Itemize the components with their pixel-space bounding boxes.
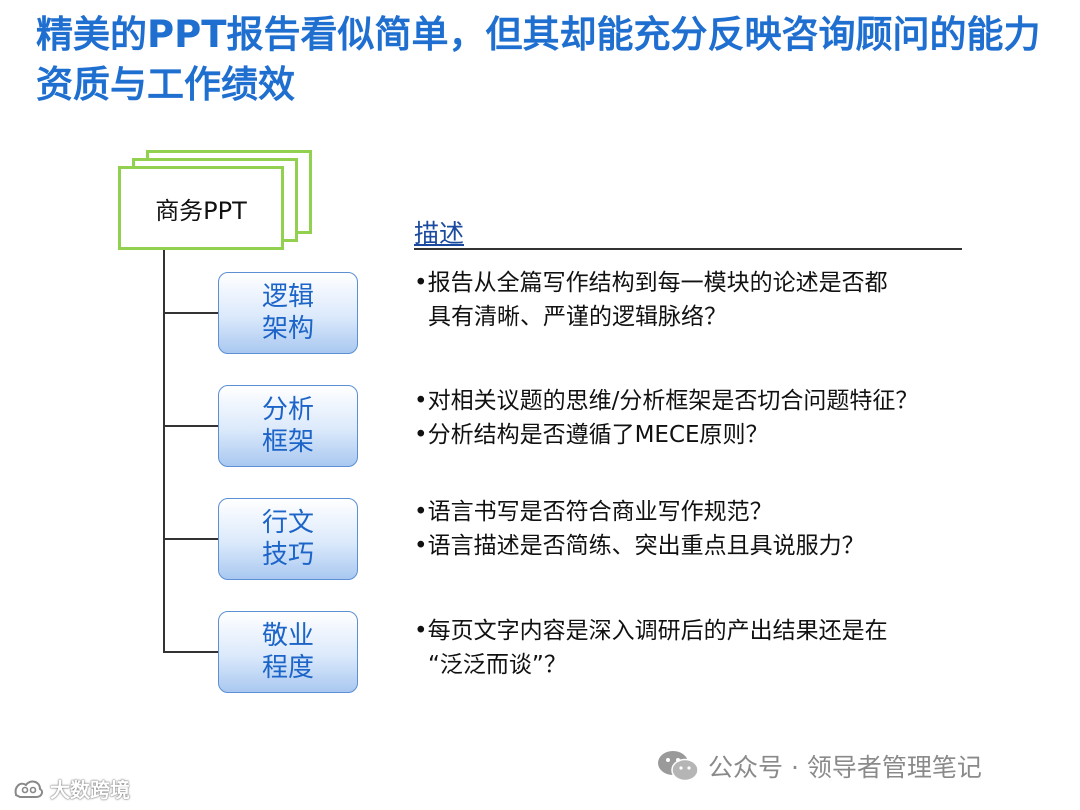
description-line: •语言描述是否简练、突出重点且具说服力？ <box>414 533 865 559</box>
description-item-dedication: •每页文字内容是深入调研后的产出结果还是在 “泛泛而谈”？ <box>414 614 1034 682</box>
watermark-text: 大数跨境 <box>50 778 130 802</box>
root-card-label: 商务PPT <box>155 196 247 225</box>
description-line: •每页文字内容是深入调研后的产出结果还是在 <box>414 618 888 644</box>
page-title: 精美的PPT报告看似简单，但其却能充分反映咨询顾问的能力资质与工作绩效 <box>36 13 1041 106</box>
description-item-framework: •对相关议题的思维/分析框架是否切合问题特征？ •分析结构是否遵循了MECE原则… <box>414 384 1034 452</box>
description-header: 描述 <box>414 219 465 248</box>
tree-branch-2 <box>163 425 218 427</box>
node-label-line2: 架构 <box>261 314 314 344</box>
description-line: •分析结构是否遵循了MECE原则？ <box>414 422 769 448</box>
node-writing-skill: 行文 技巧 <box>218 498 358 580</box>
description-item-writing: •语言书写是否符合商业写作规范？ •语言描述是否简练、突出重点且具说服力？ <box>414 495 1034 563</box>
wechat-icon <box>658 751 699 782</box>
node-logic-structure: 逻辑 架构 <box>218 272 358 354</box>
node-label-line1: 行文 <box>261 508 314 538</box>
description-line: •报告从全篇写作结构到每一模块的论述是否都 <box>414 270 888 296</box>
tree-branch-3 <box>163 538 218 540</box>
watermark-logo-icon <box>14 780 44 798</box>
description-divider <box>414 248 962 250</box>
node-label-line1: 敬业 <box>261 621 314 651</box>
node-analysis-framework: 分析 框架 <box>218 385 358 467</box>
tree-branch-4 <box>163 651 218 653</box>
tree-branch-1 <box>163 312 218 314</box>
node-label-line1: 逻辑 <box>261 282 314 312</box>
description-line: 具有清晰、严谨的逻辑脉络？ <box>428 304 727 330</box>
watermark: 大数跨境 <box>12 774 130 803</box>
tree-trunk <box>163 250 165 651</box>
description-item-logic: •报告从全篇写作结构到每一模块的论述是否都 具有清晰、严谨的逻辑脉络？ <box>414 266 1034 334</box>
footer-account: 公众号 · 领导者管理笔记 <box>656 748 982 784</box>
description-line: “泛泛而谈”？ <box>428 652 567 678</box>
node-label-line1: 分析 <box>261 395 314 425</box>
node-dedication: 敬业 程度 <box>218 611 358 693</box>
node-label-line2: 程度 <box>261 653 314 683</box>
node-label-line2: 技巧 <box>261 540 314 570</box>
description-line: •对相关议题的思维/分析框架是否切合问题特征？ <box>414 388 919 414</box>
root-card: 商务PPT <box>118 166 284 250</box>
node-label-line2: 框架 <box>261 427 314 457</box>
footer-text: 公众号 · 领导者管理笔记 <box>708 753 982 782</box>
description-line: •语言书写是否符合商业写作规范？ <box>414 499 773 525</box>
